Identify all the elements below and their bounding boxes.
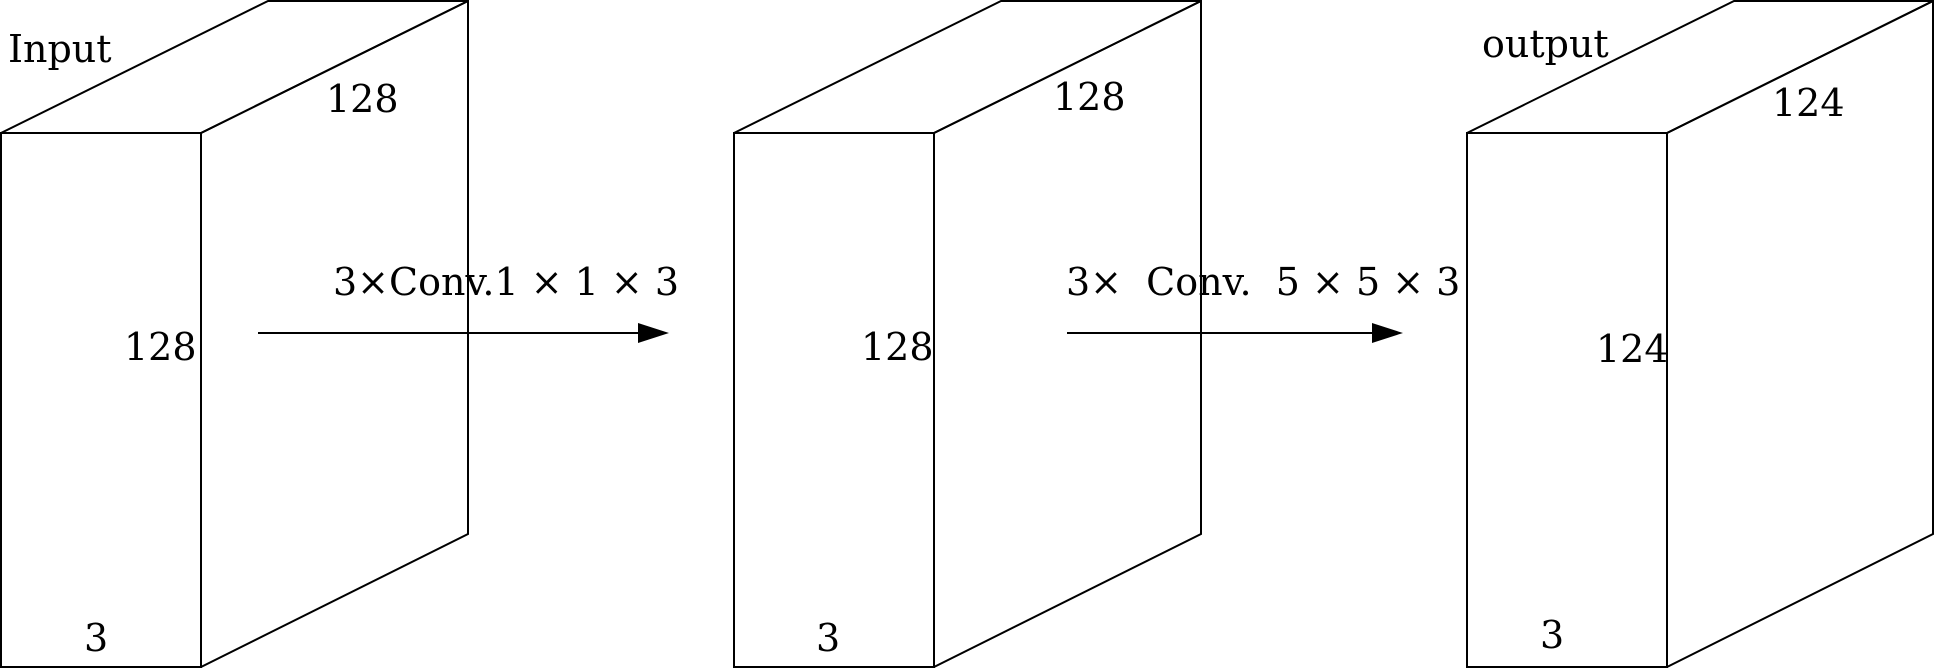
block-input-name: Input <box>8 27 112 71</box>
block-input-front-face <box>0 132 202 668</box>
block-output-name: output <box>1482 22 1609 66</box>
arrow-1-head <box>638 323 669 343</box>
block-input-depth-label: 3 <box>84 616 108 660</box>
block-input: Input 128 128 3 <box>0 0 469 668</box>
block-output-height-label: 124 <box>1596 327 1669 371</box>
block-intermediate-side-face <box>933 0 1202 668</box>
block-output-depth-label: 3 <box>1540 613 1564 657</box>
operation-2-label: 3× Conv. 5 × 5 × 3 <box>1066 260 1460 304</box>
operation-arrow-1: 3×Conv.1 × 1 × 3 <box>258 260 679 343</box>
block-output: output 124 124 3 <box>1466 0 1934 668</box>
block-intermediate-top-face <box>733 0 1202 134</box>
arrow-2-head <box>1372 323 1403 343</box>
block-input-width-label: 128 <box>326 77 399 121</box>
block-intermediate-front-face <box>733 132 935 668</box>
block-intermediate-height-label: 128 <box>861 325 934 369</box>
block-intermediate: 128 128 3 <box>733 0 1202 668</box>
block-output-front-face <box>1466 132 1668 668</box>
block-intermediate-depth-label: 3 <box>816 616 840 660</box>
block-output-width-label: 124 <box>1772 81 1845 125</box>
block-output-top-face <box>1466 0 1934 134</box>
block-intermediate-width-label: 128 <box>1053 75 1126 119</box>
operation-arrow-2: 3× Conv. 5 × 5 × 3 <box>1066 260 1460 343</box>
block-output-side-face <box>1666 0 1934 668</box>
block-input-side-face <box>200 0 469 668</box>
operation-1-label: 3×Conv.1 × 1 × 3 <box>333 260 679 304</box>
block-input-height-label: 128 <box>124 325 197 369</box>
